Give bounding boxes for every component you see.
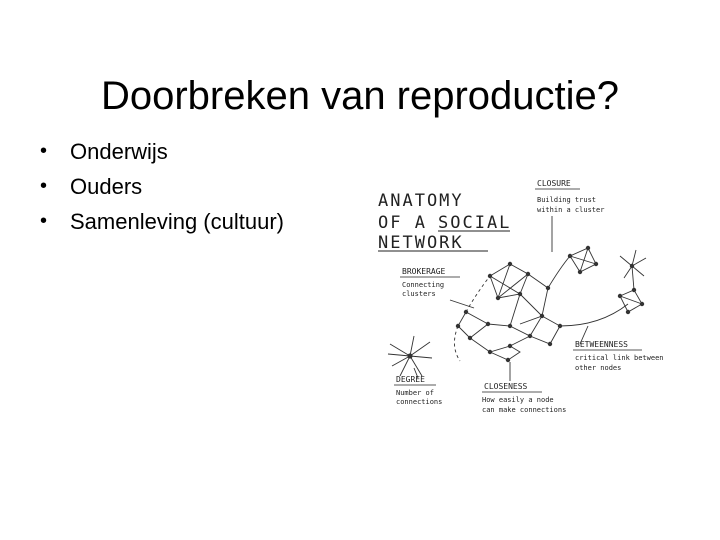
- degree-title: DEGREE: [396, 375, 425, 384]
- network-node: [487, 349, 493, 355]
- betweenness-title: BETWEENNESS: [575, 340, 628, 349]
- brokerage-title: BROKERAGE: [402, 267, 446, 276]
- brokerage-desc-line2: clusters: [402, 290, 436, 298]
- closeness-desc-line1: How easily a node: [482, 396, 554, 404]
- sketch-heading-line2a: OF A: [378, 213, 427, 233]
- bullet-item-ouders: • Ouders: [38, 169, 284, 204]
- closeness-title: CLOSENESS: [484, 382, 528, 391]
- network-nodes: [407, 245, 645, 363]
- network-node: [487, 273, 493, 279]
- network-node: [557, 323, 563, 329]
- network-node: [617, 293, 623, 299]
- network-node: [507, 261, 513, 267]
- network-node: [463, 309, 469, 315]
- bullet-item-onderwijs: • Onderwijs: [38, 134, 284, 169]
- network-node: [547, 341, 553, 347]
- network-node: [467, 335, 473, 341]
- closeness-desc-line2: can make connections: [482, 406, 566, 414]
- bullet-text: Samenleving (cultuur): [70, 209, 284, 234]
- bullet-marker: •: [40, 140, 48, 162]
- slide-title: Doorbreken van reproductie?: [100, 73, 620, 118]
- network-node: [631, 287, 637, 293]
- network-node: [629, 263, 635, 269]
- network-node: [407, 353, 413, 359]
- bullet-text: Ouders: [70, 174, 143, 199]
- closure-title: CLOSURE: [537, 179, 571, 188]
- network-node: [585, 245, 591, 251]
- bullet-list: • Onderwijs • Ouders • Samenleving (cult…: [38, 134, 284, 239]
- network-node: [505, 357, 511, 363]
- degree-desc-line2: connections: [396, 398, 442, 406]
- bullet-item-samenleving: • Samenleving (cultuur): [38, 204, 284, 239]
- network-node: [455, 323, 461, 329]
- network-node: [517, 291, 523, 297]
- network-node: [495, 295, 501, 301]
- sketch-heading-line1: ANATOMY: [378, 191, 464, 211]
- closure-desc-line2: within a cluster: [537, 206, 604, 214]
- degree-desc-line1: Number of: [396, 389, 434, 397]
- network-node: [485, 321, 491, 327]
- network-node: [507, 323, 513, 329]
- closure-desc-line1: Building trust: [537, 196, 596, 204]
- network-node: [525, 271, 531, 277]
- network-node: [639, 301, 645, 307]
- social-network-sketch: ANATOMY OF A SOCIAL NETWORK CLOSURE Buil…: [378, 179, 664, 414]
- sketch-heading-line3: NETWORK: [378, 233, 464, 253]
- network-node: [539, 313, 545, 319]
- sketch-heading-line2b: SOCIAL: [438, 213, 511, 233]
- network-node: [577, 269, 583, 275]
- network-node: [527, 333, 533, 339]
- bullet-text: Onderwijs: [70, 139, 168, 164]
- network-node: [545, 285, 551, 291]
- network-node: [567, 253, 573, 259]
- bullet-marker: •: [40, 175, 48, 197]
- bullet-marker: •: [40, 210, 48, 232]
- network-node: [593, 261, 599, 267]
- network-node: [507, 343, 513, 349]
- betweenness-desc-line1: critical link between: [575, 354, 664, 362]
- betweenness-desc-line2: other nodes: [575, 364, 621, 372]
- brokerage-desc-line1: Connecting: [402, 281, 444, 289]
- network-node: [625, 309, 631, 315]
